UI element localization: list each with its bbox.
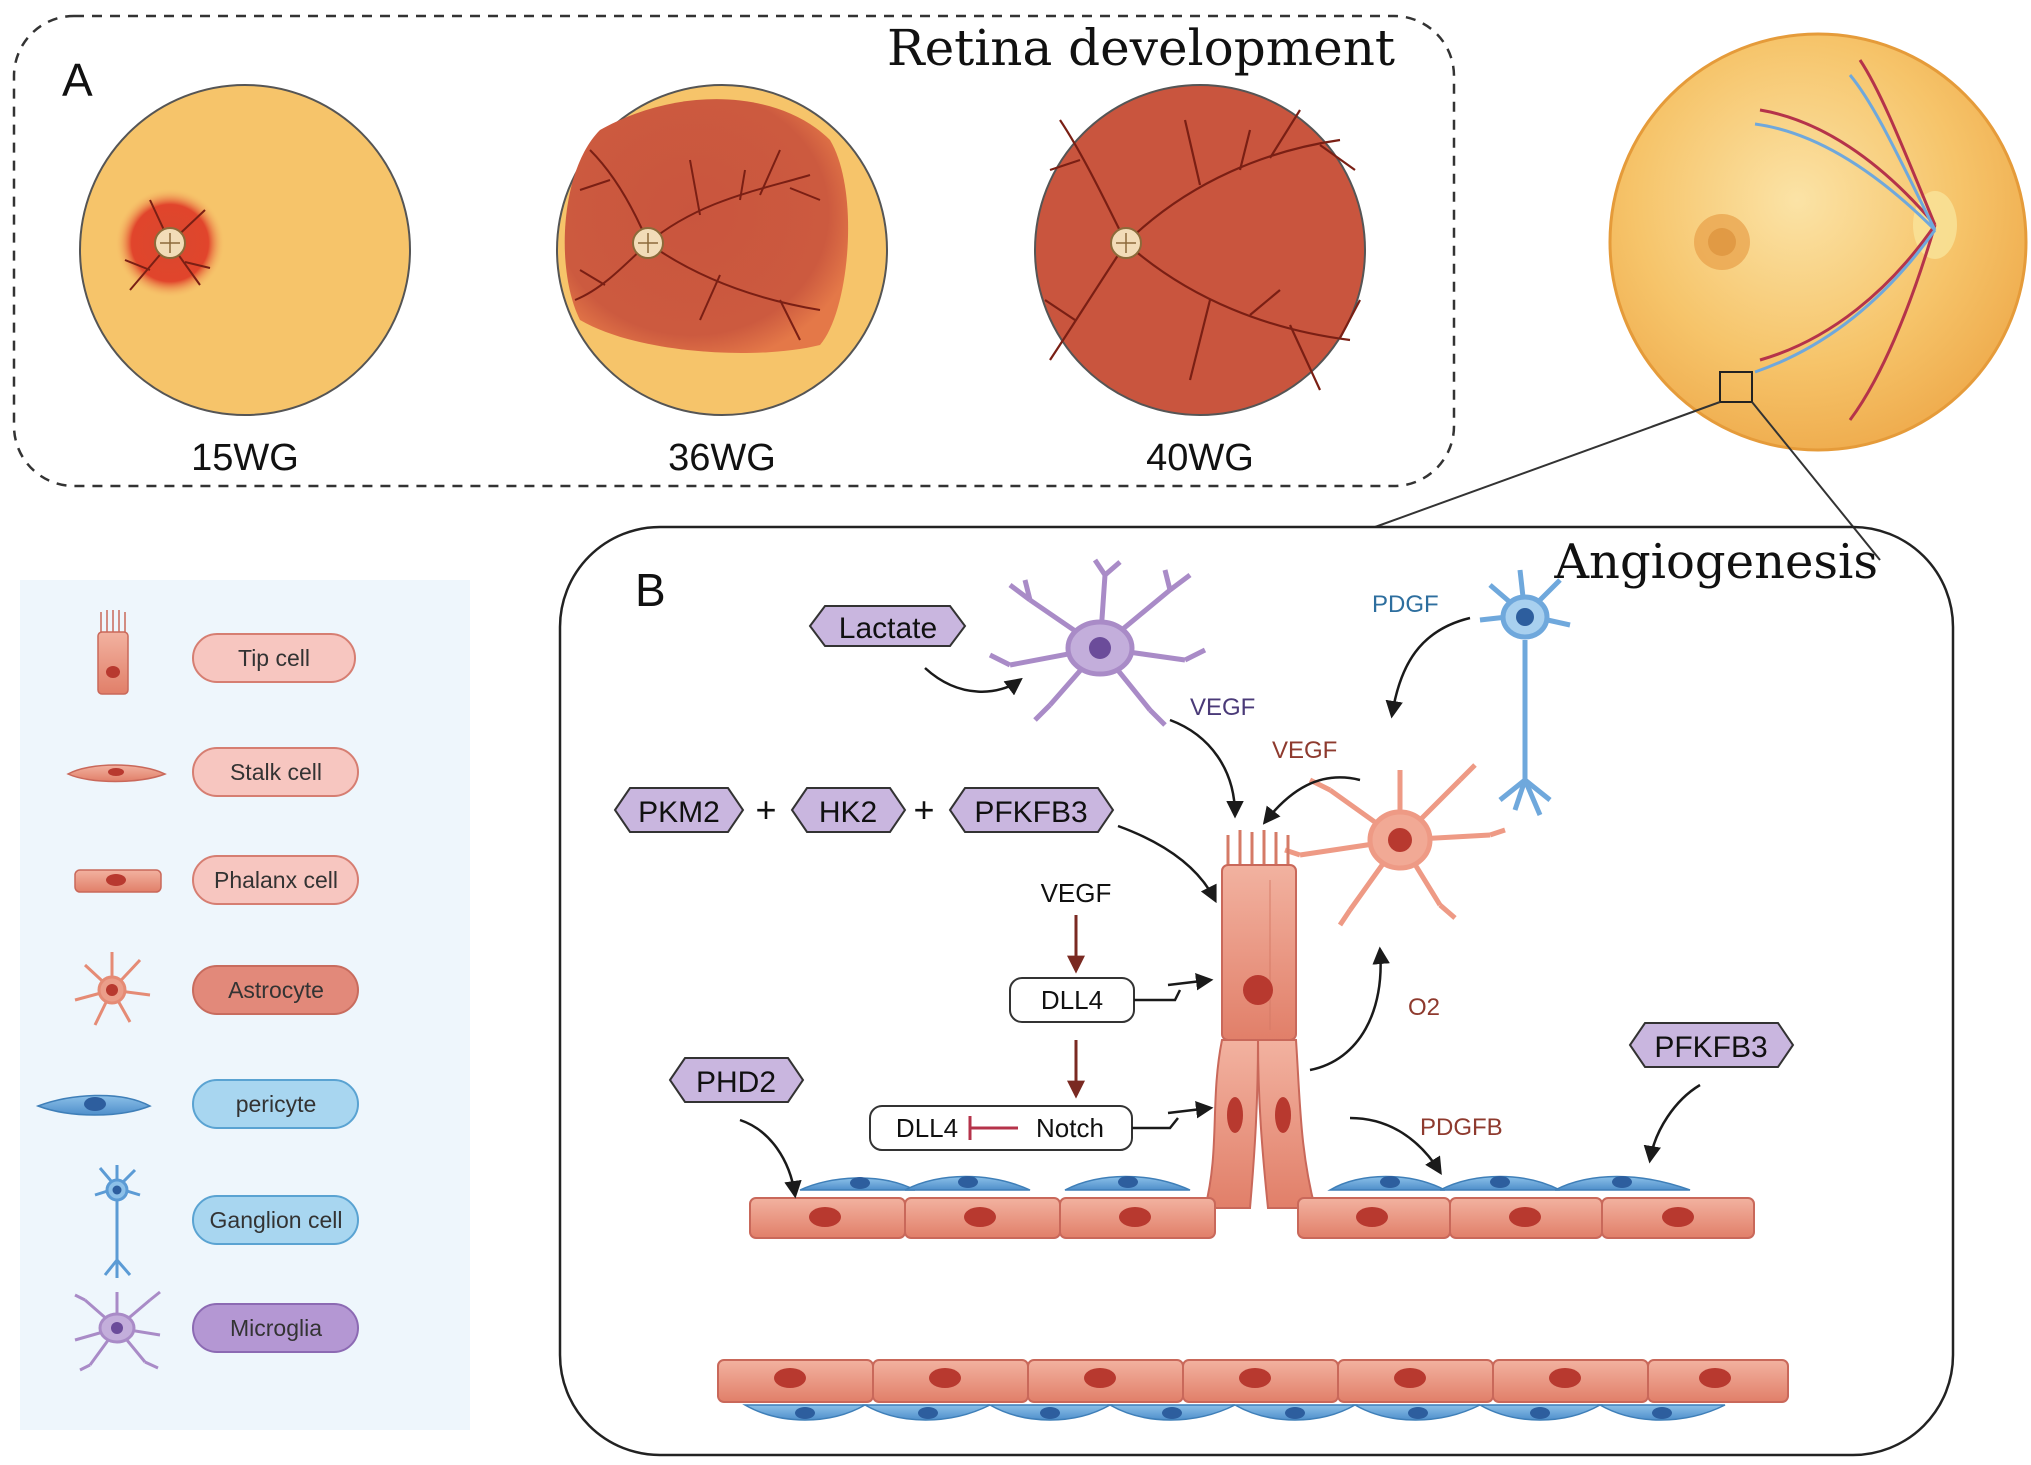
dll4-bottom-text: DLL4 — [896, 1113, 958, 1143]
legend-ganglion-cell: Ganglion cell — [94, 1165, 359, 1278]
pfkfb3-left-label: PFKFB3 — [948, 787, 1115, 833]
vessels-36wg — [574, 149, 821, 341]
lower-pericytes — [742, 1404, 1726, 1421]
vessels-40wg — [1044, 109, 1361, 391]
legend-label-pericyte: pericyte — [236, 1091, 317, 1117]
eyeball-illustration — [1374, 32, 2028, 561]
legend-astrocyte: Astrocyte — [74, 952, 359, 1026]
panel-b-frame — [558, 525, 1955, 1457]
signal-arrows — [739, 616, 1701, 1199]
legend-label-tip-cell: Tip cell — [238, 645, 310, 671]
svg-text:PFKFB3: PFKFB3 — [1654, 1031, 1767, 1064]
legend-phalanx-cell: Phalanx cell — [74, 855, 359, 905]
lower-endothelial-cells — [717, 1359, 1789, 1403]
panel-a-title: Retina development — [887, 19, 1395, 77]
pfkfb3-right-label: PFKFB3 — [1628, 1022, 1795, 1068]
legend-label-phalanx-cell: Phalanx cell — [214, 867, 338, 893]
retina-15wg: 15WG — [79, 84, 411, 479]
o2-label: O2 — [1408, 994, 1440, 1021]
tip-cell — [1221, 830, 1297, 1041]
upper-endothelial-cells — [749, 1197, 1755, 1239]
pkm2-label: PKM2 — [613, 787, 745, 833]
svg-text:Lactate: Lactate — [839, 612, 937, 645]
svg-text:HK2: HK2 — [819, 796, 877, 829]
stage-label-40wg: 40WG — [1146, 437, 1254, 479]
panel-b: B Angiogenesis — [558, 525, 1955, 1457]
ganglion-cell — [1479, 569, 1571, 816]
legend-stalk-cell: Stalk cell — [66, 747, 359, 797]
microglia-cell — [988, 558, 1207, 727]
ganglion-cell-icon — [94, 1165, 141, 1278]
legend-microglia: Microglia — [74, 1290, 359, 1372]
dll4-notch-box: DLL4 Notch — [869, 1105, 1133, 1151]
dll4-top-box: DLL4 — [1009, 977, 1135, 1023]
legend-label-ganglion-cell: Ganglion cell — [210, 1207, 343, 1233]
hk2-label: HK2 — [790, 787, 907, 833]
cell-legend: Tip cell Stalk cell Phalanx cell Astrocy… — [20, 580, 470, 1430]
legend-tip-cell: Tip cell — [97, 610, 356, 695]
legend-label-microglia: Microglia — [230, 1315, 322, 1341]
panel-a-dashed-frame — [12, 14, 1456, 488]
vegf-pathway-label: VEGF — [1041, 878, 1112, 908]
panel-b-letter: B — [635, 564, 666, 616]
panel-b-title: Angiogenesis — [1553, 534, 1878, 590]
plus-1: + — [755, 789, 776, 830]
eye-vessels — [1754, 59, 1937, 421]
retina-40wg: 40WG — [1034, 84, 1366, 479]
svg-text:DLL4: DLL4 — [1041, 985, 1103, 1015]
svg-text:PKM2: PKM2 — [638, 796, 720, 829]
lower-vessel — [717, 1359, 1789, 1421]
microglia-icon — [74, 1290, 161, 1372]
pdgfb-label: PDGFB — [1420, 1114, 1503, 1141]
upper-vessel — [749, 1175, 1755, 1239]
stalk-cells — [1203, 1039, 1317, 1209]
zoom-line-left — [1374, 401, 1721, 528]
legend-label-stalk-cell: Stalk cell — [230, 759, 322, 785]
pdgf-label: PDGF — [1372, 591, 1439, 618]
retina-36wg: 36WG — [556, 84, 888, 479]
lactate-label: Lactate — [808, 605, 967, 647]
legend-pericyte: pericyte — [35, 1079, 359, 1129]
plus-2: + — [913, 789, 934, 830]
phd2-label: PHD2 — [668, 1057, 805, 1103]
zoom-line-right — [1751, 401, 1881, 561]
zoom-box — [1719, 371, 1753, 403]
stage-label-15wg: 15WG — [191, 437, 299, 479]
svg-text:PHD2: PHD2 — [696, 1066, 776, 1099]
tip-cell-icon — [97, 610, 129, 695]
vegf-astrocyte-label: VEGF — [1272, 737, 1337, 764]
astrocyte-cell — [1284, 763, 1506, 927]
panel-a-letter: A — [62, 54, 93, 106]
legend-label-astrocyte: Astrocyte — [228, 977, 324, 1003]
astrocyte-icon — [74, 952, 151, 1026]
vegf-microglia-label: VEGF — [1190, 694, 1255, 721]
panel-a: A Retina development 15WG — [12, 14, 1456, 488]
stage-label-36wg: 36WG — [668, 437, 776, 479]
svg-text:PFKFB3: PFKFB3 — [974, 796, 1087, 829]
notch-text: Notch — [1036, 1113, 1104, 1143]
